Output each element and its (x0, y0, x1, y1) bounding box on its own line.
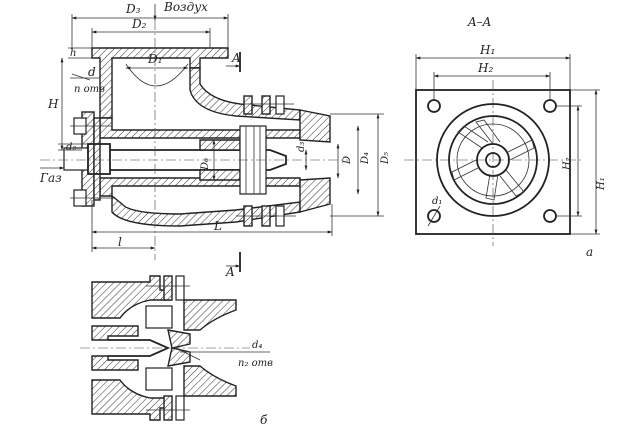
dim-label-d1-small: d₁ (432, 196, 442, 207)
dim-label-d6: D₆ (200, 158, 211, 171)
dim-label-d4-small: d₄ (252, 340, 262, 351)
hole-count-n2-label: n₂ отв (238, 358, 273, 369)
main-section-view: D₃ Воздух D₂ D₁ A h d n отв H d₂ Газ D₆ … (39, 0, 391, 279)
section-title: A–A (467, 15, 492, 29)
dim-label-h2-top: H₂ (477, 61, 493, 75)
dim-label-l-big: L (213, 219, 222, 233)
dim-label-d5: D₅ (380, 152, 391, 165)
dim-label-h1-top: H₁ (479, 43, 495, 57)
dim-label-h-small: h (70, 48, 76, 59)
dim-label-d3-top: D₃ (125, 2, 141, 16)
dim-label-d2-small: d₂ (66, 142, 76, 153)
dim-label-h-big: H (47, 97, 59, 111)
view-label-a: a (586, 245, 593, 259)
dim-label-h1-side: H₁ (596, 177, 607, 191)
section-a-a-view: A–A H₁ H₂ H₂ H₁ d₁ a (404, 15, 607, 259)
gas-inlet-label: Газ (39, 171, 62, 185)
hole-count-label: n отв (74, 84, 105, 95)
section-mark-top: A (231, 51, 241, 65)
dim-label-d1-top: D₁ (147, 52, 162, 66)
dim-label-d3-small: d₃ (296, 142, 307, 152)
section-mark-bottom: A (225, 265, 235, 279)
dim-label-d2-top: D₂ (131, 17, 147, 31)
dim-label-l-small: l (118, 235, 122, 249)
dim-label-d4: D₄ (360, 152, 371, 165)
detail-view-b: d₄ n₂ отв б (80, 275, 273, 427)
dim-label-h2-side: H₂ (562, 157, 573, 171)
air-inlet-label: Воздух (163, 0, 208, 14)
dim-label-d-small: d (88, 65, 96, 79)
view-label-b: б (260, 413, 268, 427)
dim-label-d: D (342, 156, 353, 165)
